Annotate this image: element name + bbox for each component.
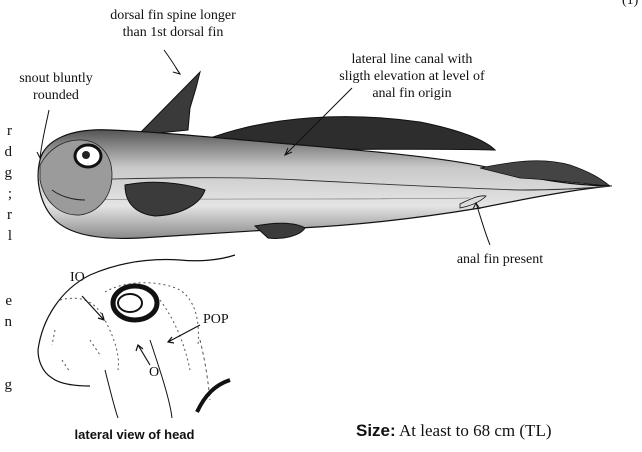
o-label: O: [149, 365, 159, 381]
left-text-fragment: g: [0, 165, 12, 182]
left-text-fragment: r: [0, 207, 12, 224]
io-label: IO: [70, 270, 85, 286]
anal-fin-leader: [476, 203, 490, 245]
lateral-line-annotation: lateral line canal with sligth elevation…: [302, 51, 522, 102]
annotation-line: anal fin origin: [302, 85, 522, 102]
head-inset-drawing: [38, 255, 235, 418]
annotation-line: snout bluntly: [0, 70, 112, 87]
size-value: At least to 68 cm (TL): [399, 421, 552, 440]
size-label: Size:: [356, 421, 396, 440]
pelvic-fin: [255, 223, 305, 238]
left-text-fragment: ;: [0, 186, 12, 203]
annotation-line: than 1st dorsal fin: [58, 24, 288, 41]
head-caption: lateral view of head: [37, 427, 232, 442]
annotation-line: rounded: [0, 87, 112, 104]
annotation-line: sligth elevation at level of: [302, 68, 522, 85]
size-statement: Size: At least to 68 cm (TL): [356, 421, 552, 441]
left-text-fragment: n: [0, 314, 12, 331]
annotation-line: dorsal fin spine longer: [58, 7, 288, 24]
left-text-fragment: g: [0, 377, 12, 394]
dorsal-spine-annotation: dorsal fin spine longer than 1st dorsal …: [58, 7, 288, 41]
left-text-fragment: l: [0, 228, 12, 245]
corner-fragment: (1): [622, 0, 642, 9]
annotation-line: lateral line canal with: [302, 51, 522, 68]
snout-annotation: snout bluntly rounded: [0, 70, 112, 104]
left-text-fragment: r: [0, 123, 12, 140]
pop-label: POP: [203, 312, 229, 328]
first-dorsal-fin: [138, 72, 200, 135]
left-text-fragment: d: [0, 144, 12, 161]
anal-fin-annotation: anal fin present: [435, 251, 565, 268]
left-text-fragment: e: [0, 293, 12, 310]
